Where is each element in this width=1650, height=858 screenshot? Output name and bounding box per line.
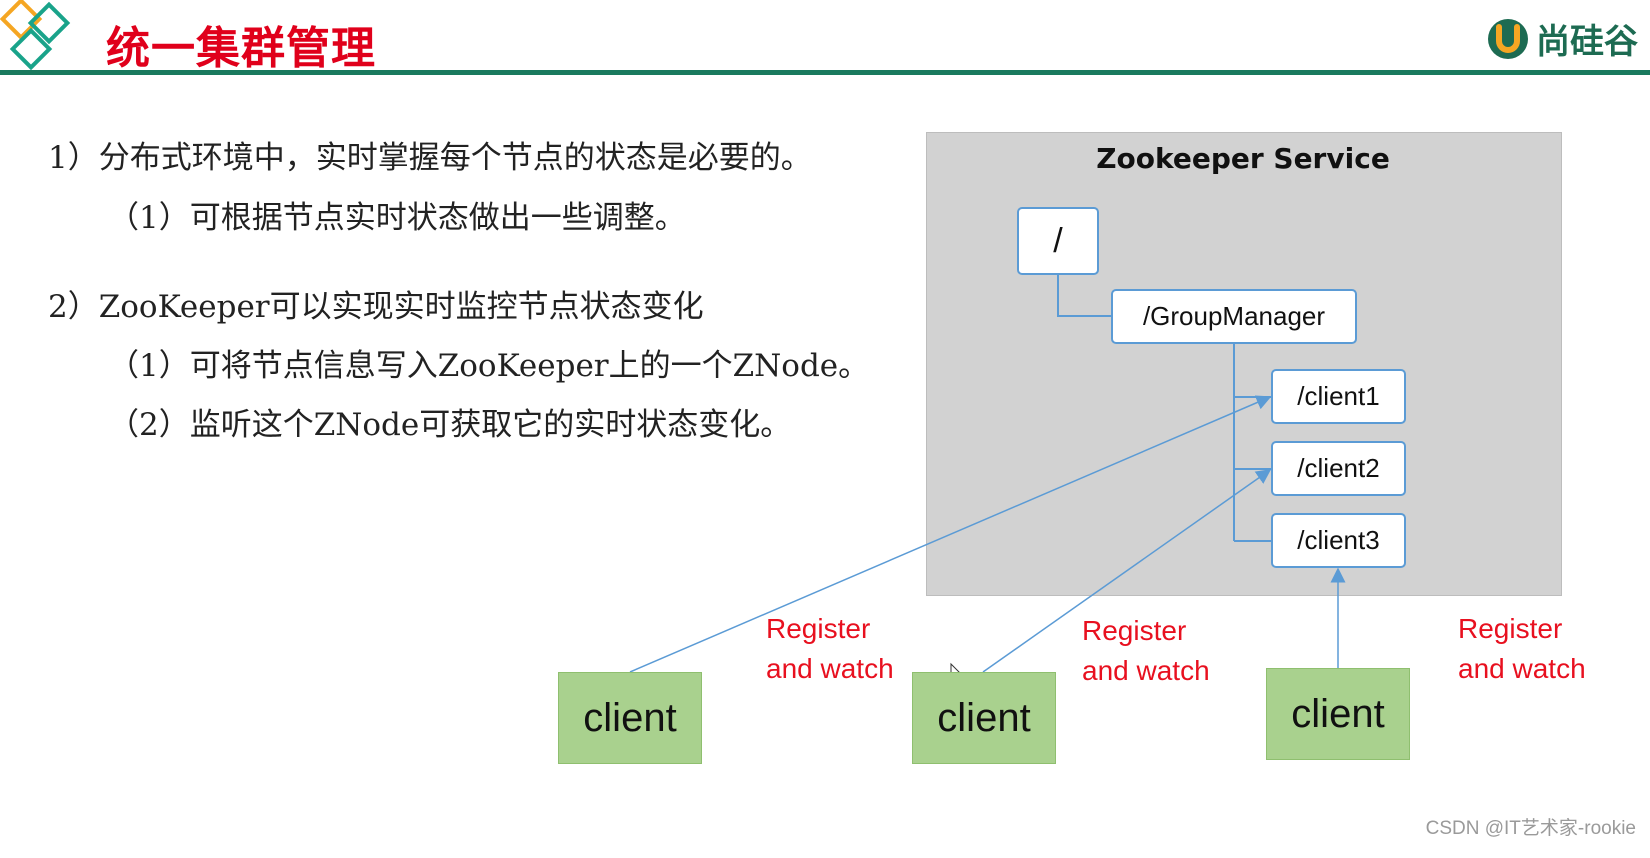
client-box-3: client (1266, 668, 1410, 760)
service-title: Zookeeper Service (1096, 142, 1390, 175)
bullet-2: 2）ZooKeeper可以实现实时监控节点状态变化 (48, 289, 704, 325)
edge-label-1-line2: and watch (766, 653, 894, 684)
header-divider (0, 70, 1650, 75)
slide-header: 统一集群管理 尚硅谷 (0, 0, 1650, 78)
znode-client1: /client1 (1271, 369, 1406, 424)
client-box-2: client (912, 672, 1056, 764)
bullet-1: 1）分布式环境中，实时掌握每个节点的状态是必要的。 (48, 140, 812, 176)
edge-root-group (1057, 274, 1111, 317)
znode-root: / (1017, 207, 1099, 275)
client-box-1: client (558, 672, 702, 764)
bullet-2-2: （2）监听这个ZNode可获取它的实时状态变化。 (108, 407, 792, 443)
watermark: CSDN @IT艺术家-rookie (1425, 818, 1636, 839)
znode-client3: /client3 (1271, 513, 1406, 568)
brand-u-icon (1488, 18, 1528, 59)
bullet-2-1: （1）可将节点信息写入ZooKeeper上的一个ZNode。 (108, 348, 870, 384)
watch-arrow-1 (629, 395, 1272, 673)
edge-label-1-line1: Register (766, 613, 871, 644)
diamond-logo-icon (0, 0, 71, 71)
znode-client2: /client2 (1271, 441, 1406, 496)
edge-label-1: Register and watch (766, 609, 894, 689)
brand-name: 尚硅谷 (1536, 22, 1638, 62)
edge-label-2: Register and watch (1082, 611, 1210, 691)
edge-label-2-line2: and watch (1082, 655, 1210, 686)
bullet-1-1: （1）可根据节点实时状态做出一些调整。 (108, 200, 686, 236)
edge-label-3-line1: Register (1458, 613, 1563, 644)
edge-label-3: Register and watch (1458, 609, 1586, 689)
watch-arrow-2 (982, 469, 1272, 673)
znode-groupmanager: /GroupManager (1111, 289, 1357, 344)
brand-logo: 尚硅谷 (1486, 14, 1638, 63)
edge-label-2-line1: Register (1082, 615, 1187, 646)
edge-label-3-line2: and watch (1458, 653, 1586, 684)
page-title: 统一集群管理 (106, 23, 376, 74)
